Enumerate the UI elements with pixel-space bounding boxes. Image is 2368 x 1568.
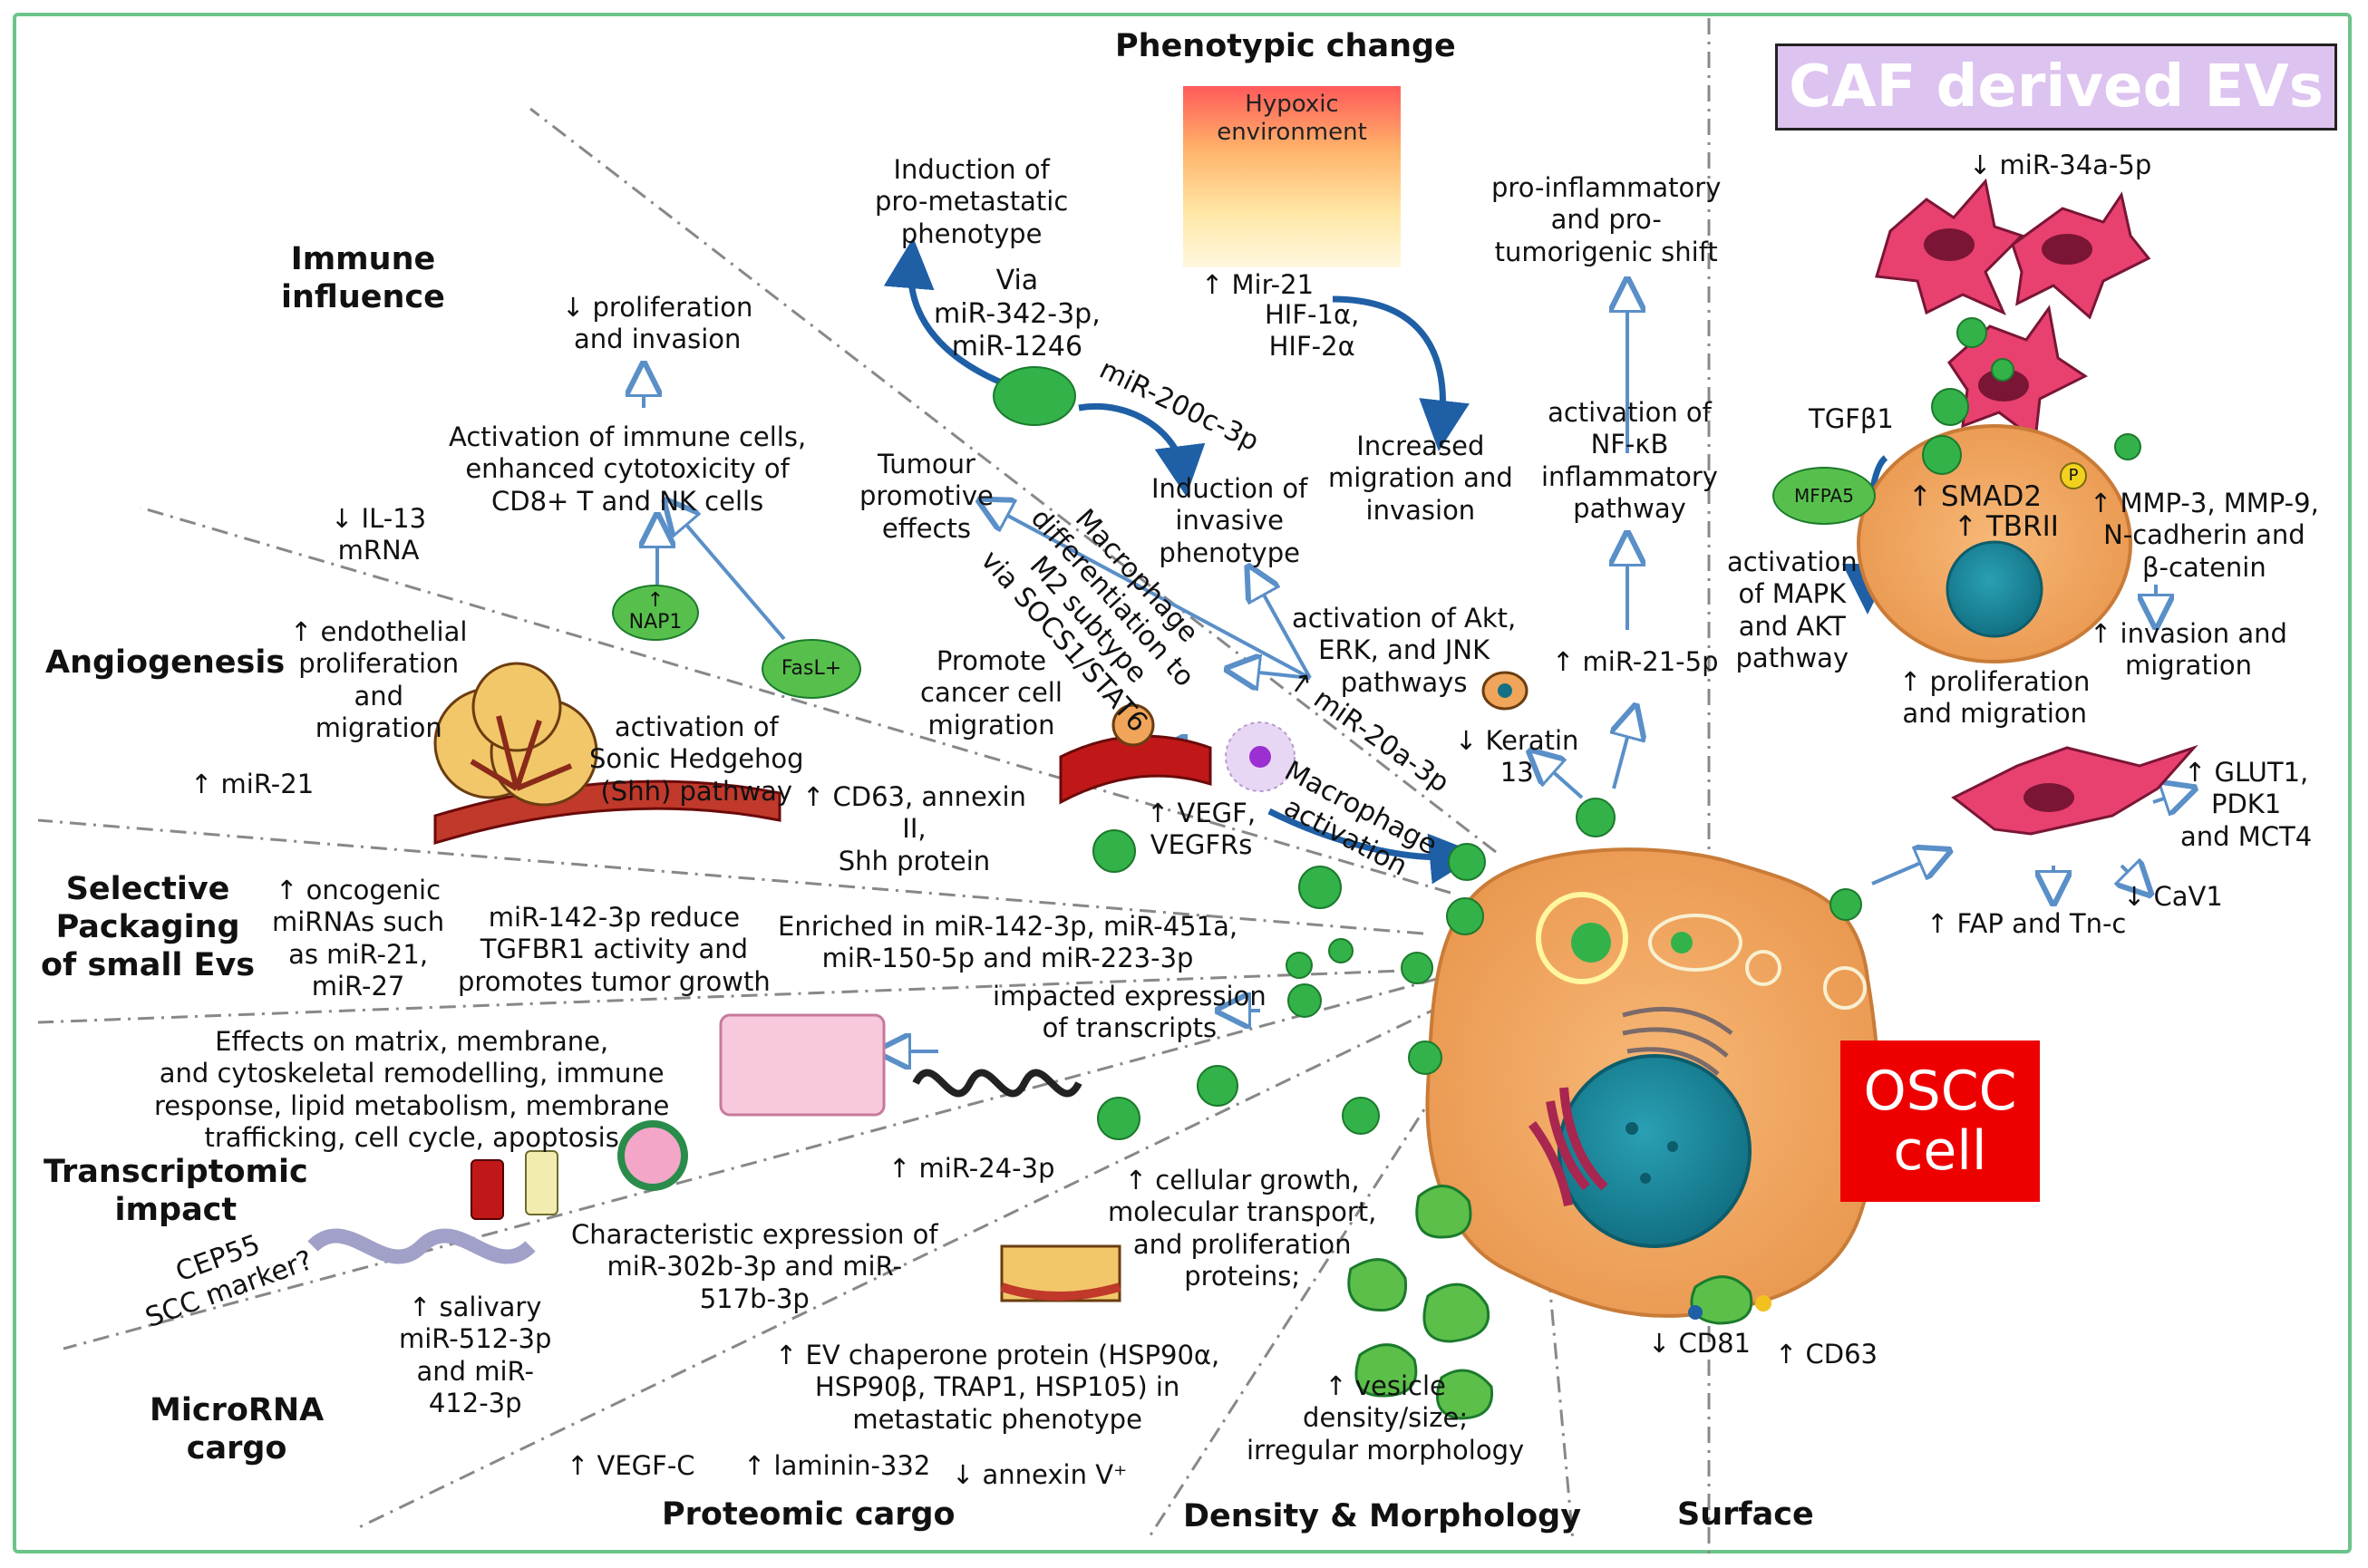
annexin-v-label: ↓ annexin V⁺	[952, 1459, 1128, 1490]
caf-proliferation-label: ↑ proliferation and migration	[1899, 666, 2091, 730]
promote-migration-label: Promote cancer cell migration	[920, 645, 1063, 740]
cd81-label: ↓ CD81	[1648, 1328, 1751, 1359]
section-density-morphology: Density & Morphology	[1183, 1498, 1582, 1534]
mmp-label: ↑ MMP-3, MMP-9, N-cadherin and β-catenin	[2090, 488, 2319, 583]
increased-migration-label: Increased migration and invasion	[1328, 431, 1513, 526]
invasive-phenotype-label: Induction of invasive phenotype	[1151, 473, 1308, 568]
effects-label: Effects on matrix, membrane, and cytoske…	[154, 1026, 670, 1154]
ev-vesicle	[2114, 433, 2141, 460]
ev-vesicle	[1408, 1040, 1442, 1075]
mapk-akt-label: activation of MAPK and AKT pathway	[1727, 547, 1858, 674]
surface-cd63-label: ↑ CD63	[1775, 1339, 1878, 1370]
section-surface: Surface	[1677, 1496, 1814, 1533]
hypoxic-gradient	[1183, 86, 1401, 267]
cellular-growth-label: ↑ cellular growth, molecular transport, …	[1108, 1165, 1377, 1292]
section-transcriptomic-impact: Transcriptomic impact	[44, 1154, 308, 1228]
shh-pathway-label: activation of Sonic Hedgehog (Shh) pathw…	[589, 711, 804, 807]
tbrii-label: ↑ TBRII	[1954, 510, 2059, 543]
pro-metastatic-label: Induction of pro-metastatic phenotype	[875, 154, 1069, 249]
mir24-label: ↑ miR-24-3p	[888, 1153, 1055, 1184]
enriched-mirnas-label: Enriched in miR-142-3p, miR-451a, miR-15…	[778, 911, 1238, 974]
ev-chaperone-label: ↑ EV chaperone protein (HSP90α, HSP90β, …	[775, 1340, 1220, 1435]
ev-vesicle	[1097, 1097, 1140, 1140]
endothelial-label: ↑ endothelial proliferation and migratio…	[290, 616, 468, 744]
tgfb1-label: TGFβ1	[1809, 403, 1894, 434]
caf-invasion-label: ↑ invasion and migration	[2090, 618, 2287, 682]
section-selective-packaging: Selective Packaging of small Evs	[41, 871, 256, 983]
characteristic-expression-label: Characteristic expression of miR-302b-3p…	[571, 1219, 938, 1314]
laminin-label: ↑ laminin-332	[743, 1450, 931, 1481]
ev-vesicle	[1922, 435, 1962, 475]
vessel-cluster	[433, 662, 598, 807]
tumour-promotive-label: Tumour promotive effects	[859, 449, 994, 544]
via-mirna-label: Via miR-342-3p, miR-1246	[934, 265, 1101, 363]
ev-vesicle	[1448, 843, 1486, 881]
ev-vesicle	[1576, 798, 1616, 837]
vegf-label: ↑ VEGF, VEGFRs	[1147, 798, 1257, 861]
mir142-label: miR-142-3p reduce TGFBR1 activity and pr…	[458, 902, 771, 997]
salivary-mirna-label: ↑ salivary miR-512-3p and miR- 412-3p	[399, 1292, 552, 1419]
oscc-cell	[1425, 847, 1881, 1318]
fap-tnc-label: ↑ FAP and Tn-c	[1926, 908, 2127, 939]
pro-inflammatory-label: pro-inflammatory and pro- tumorigenic sh…	[1491, 172, 1722, 267]
ev-vesicle	[1446, 897, 1484, 935]
section-phenotypic-change: Phenotypic change	[1115, 28, 1456, 64]
section-immune-influence: Immune influence	[281, 241, 445, 315]
section-angiogenesis: Angiogenesis	[45, 644, 286, 681]
ev-vesicle	[1991, 358, 2014, 382]
vegfc-label: ↑ VEGF-C	[567, 1450, 695, 1481]
il13-label: ↓ IL-13 mRNA	[331, 503, 427, 566]
ev-vesicle	[1401, 952, 1433, 984]
hif-label: HIF-1α, HIF-2α	[1265, 299, 1360, 363]
mfap5-vesicle: MFPA5	[1772, 467, 1876, 525]
ev-vesicle	[1092, 829, 1136, 873]
ev-vesicle	[1956, 317, 1987, 348]
mir21-label: ↑ Mir-21	[1201, 269, 1315, 300]
hypoxic-label: Hypoxic environment	[1217, 91, 1367, 147]
phospho-badge: P	[2060, 462, 2087, 489]
angio-mir21-label: ↑ miR-21	[190, 769, 315, 799]
vesicle-density-label: ↑ vesicle density/size; irregular morpho…	[1247, 1370, 1525, 1466]
akt-erk-jnk-label: activation of Akt, ERK, and JNK pathways	[1292, 603, 1517, 698]
cd63-annexin-label: ↑ CD63, annexin II, Shh protein	[802, 781, 1026, 876]
immune-activation-label: Activation of immune cells, enhanced cyt…	[449, 421, 807, 517]
ev-vesicle	[1328, 938, 1354, 963]
smad2-label: ↑ SMAD2	[1908, 480, 2043, 513]
oscc-cell-label: OSCC cell	[1840, 1040, 2040, 1202]
caf-derived-evs-title: CAF derived EVs	[1775, 44, 2337, 131]
oncogenic-mirnas-label: ↑ oncogenic miRNAs such as miR-21, miR-2…	[272, 875, 445, 1002]
ev-vesicle	[1342, 1097, 1380, 1135]
keratin13-label: ↓ Keratin 13	[1455, 725, 1579, 789]
impacted-expression-label: impacted expression of transcripts	[993, 981, 1266, 1044]
ev-vesicle	[1287, 983, 1322, 1018]
ev-vesicle	[1286, 952, 1313, 979]
ev-vesicle	[1931, 388, 1969, 426]
mir21-5p-label: ↑ miR-21-5p	[1552, 646, 1719, 677]
nap1-vesicle: ↑ NAP1	[612, 585, 699, 641]
fasl-vesicle: FasL+	[762, 639, 861, 699]
ev-vesicle	[1197, 1065, 1238, 1107]
cav1-label: ↓ CaV1	[2123, 881, 2223, 912]
glut1-label: ↑ GLUT1, PDK1 and MCT4	[2180, 757, 2313, 852]
irregular-vesicles	[1347, 1185, 1753, 1420]
ev-vesicle	[993, 366, 1076, 426]
nfkb-label: activation of NF-κB inflammatory pathway	[1541, 397, 1718, 525]
effect-arrows	[644, 295, 2180, 1051]
section-proteomic-cargo: Proteomic cargo	[662, 1496, 956, 1533]
immune-proliferation-label: ↓ proliferation and invasion	[562, 292, 753, 355]
ev-vesicle	[1298, 866, 1342, 909]
section-microrna-cargo: MicroRNA cargo	[150, 1392, 325, 1466]
mir34a-label: ↓ miR-34a-5p	[1969, 150, 2152, 180]
ev-vesicle	[1829, 888, 1862, 921]
